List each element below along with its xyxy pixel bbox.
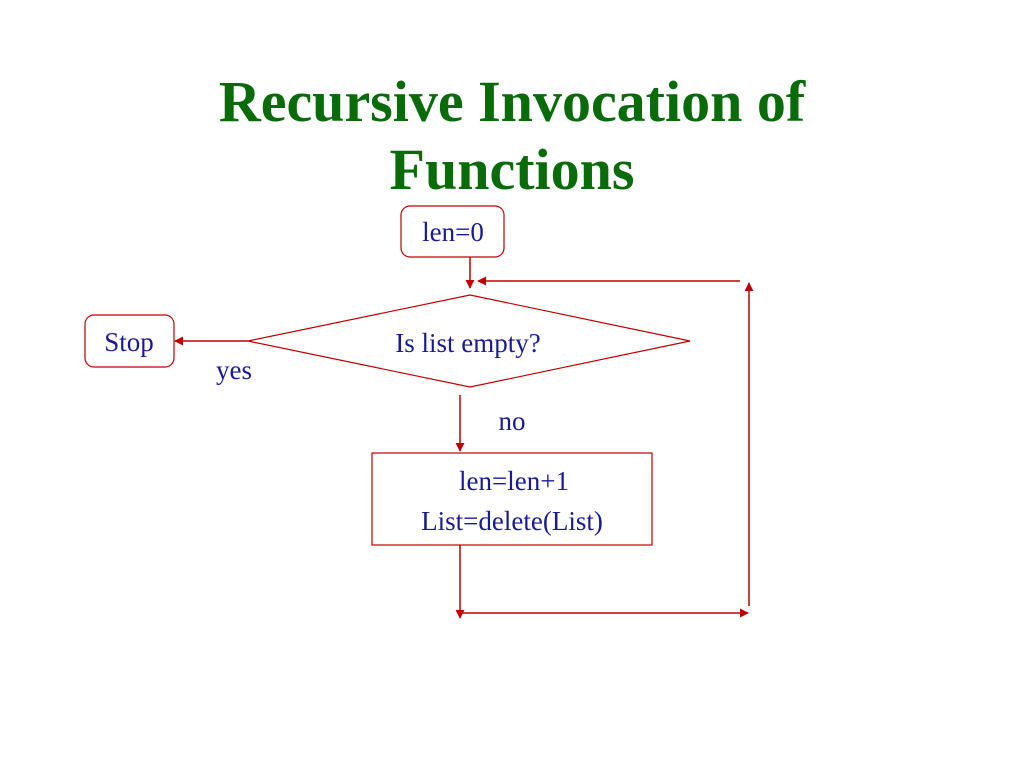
process-label-line-2: List=delete(List): [421, 506, 603, 536]
init-box: [400, 205, 505, 258]
slide-title-line-1: Recursive Invocation of: [218, 69, 806, 134]
process-label-line-1: len=len+1: [459, 466, 569, 496]
yes-label: yes: [216, 355, 252, 385]
process-box: [371, 452, 653, 546]
slide-title-line-2: Functions: [389, 137, 635, 202]
slide-title: Recursive Invocation of Functions: [0, 68, 1024, 204]
no-label: no: [499, 406, 526, 436]
stop-box: [84, 314, 175, 368]
decision-diamond: [247, 294, 691, 388]
stop-label: Stop: [104, 327, 154, 357]
init-label: len=0: [422, 217, 484, 247]
decision-label: Is list empty?: [395, 328, 540, 358]
